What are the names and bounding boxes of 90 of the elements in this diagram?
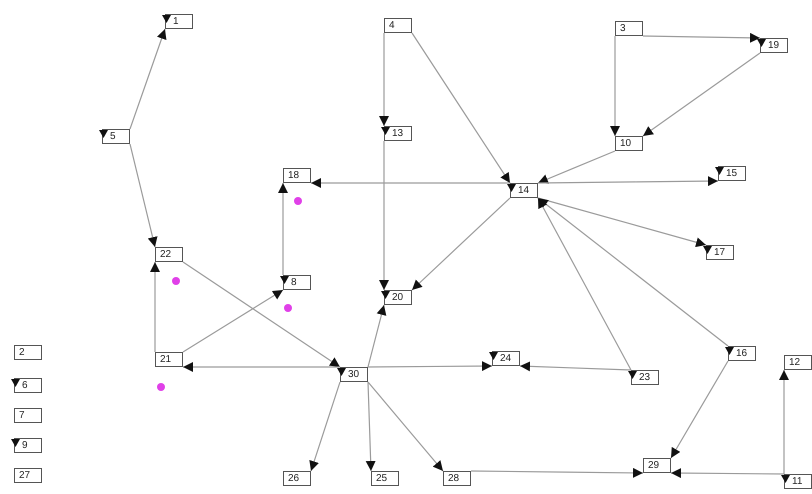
- number-box: [283, 471, 311, 486]
- number-box: [155, 247, 183, 262]
- node-number: 20: [392, 292, 404, 303]
- arrow: [366, 382, 376, 472]
- node-number: 8: [291, 277, 297, 288]
- number-box: [492, 351, 520, 366]
- arrow: [538, 150, 616, 184]
- arrow: [129, 144, 158, 248]
- node-number: 19: [768, 40, 780, 51]
- arrow: [368, 382, 444, 472]
- number-box: [615, 21, 643, 36]
- arrow: [412, 198, 510, 290]
- node-number: 29: [648, 460, 660, 471]
- number-box: [384, 290, 412, 305]
- node-number: 16: [736, 348, 748, 359]
- node-number: 30: [348, 369, 360, 380]
- arrow: [642, 32, 760, 43]
- arrow: [367, 304, 386, 368]
- arrow: [182, 290, 284, 352]
- arrow: [537, 198, 632, 370]
- arrow: [309, 382, 341, 472]
- node-number: 4: [389, 20, 395, 31]
- number-box: [14, 408, 42, 423]
- arrow: [610, 36, 620, 136]
- number-box: [371, 471, 399, 486]
- arrow: [379, 33, 389, 126]
- arrow: [538, 176, 718, 186]
- node-number: 14: [518, 185, 530, 196]
- node-number: 7: [19, 410, 25, 421]
- arrow: [642, 52, 760, 136]
- arrow: [520, 361, 632, 372]
- number-box: [384, 126, 412, 141]
- number-box: [14, 378, 42, 393]
- node-number: 28: [448, 473, 460, 484]
- node-number: 12: [789, 357, 800, 368]
- node-number: 25: [376, 473, 388, 484]
- node-number: 5: [110, 131, 116, 142]
- arrow: [150, 262, 160, 352]
- node-number: 17: [714, 247, 726, 258]
- number-box: [155, 352, 183, 367]
- number-box: [384, 18, 412, 33]
- node-number: 18: [288, 170, 300, 181]
- number-box: [14, 345, 42, 360]
- arrow: [379, 141, 389, 290]
- number-box: [718, 166, 746, 181]
- arrow: [779, 370, 789, 474]
- arrow: [278, 183, 288, 275]
- number-box: [14, 438, 42, 453]
- node-number: 10: [620, 138, 632, 149]
- node-number: 2: [19, 347, 25, 358]
- node-number: 11: [792, 476, 802, 487]
- number-box: [784, 474, 812, 489]
- arrow: [412, 32, 510, 184]
- number-box: [283, 275, 311, 290]
- node-number: 1: [173, 16, 179, 27]
- number-box: [443, 471, 471, 486]
- arrow: [368, 361, 492, 372]
- node-number: 21: [160, 354, 172, 365]
- arrow: [538, 198, 728, 346]
- number-box: [643, 458, 671, 473]
- node-number: 13: [392, 128, 404, 139]
- number-box: [631, 370, 659, 385]
- arrow: [670, 360, 729, 458]
- arrow: [671, 468, 784, 478]
- number-box: [706, 245, 734, 260]
- number-box: [728, 346, 756, 361]
- node-number: 3: [620, 23, 626, 34]
- node-number: 15: [726, 168, 738, 179]
- arrow: [471, 468, 643, 478]
- number-box: [510, 183, 538, 198]
- number-box: [102, 129, 130, 144]
- node-number: 27: [19, 470, 30, 481]
- node-number: 26: [288, 473, 300, 484]
- arrow: [538, 197, 706, 248]
- number-box: [784, 355, 812, 370]
- number-box: [283, 168, 311, 183]
- node-number: 22: [160, 249, 172, 260]
- number-box: [165, 14, 193, 29]
- node-number: 6: [22, 380, 28, 391]
- arrow: [182, 262, 340, 368]
- node-number: 24: [500, 353, 512, 364]
- number-box: [340, 367, 368, 382]
- node-number: 23: [639, 372, 650, 383]
- number-box: [615, 136, 643, 151]
- number-box: [760, 38, 788, 53]
- arrow: [311, 178, 510, 188]
- node-number: 9: [22, 440, 28, 451]
- arrow: [183, 362, 340, 372]
- arrow: [129, 28, 166, 130]
- number-box: [14, 468, 42, 483]
